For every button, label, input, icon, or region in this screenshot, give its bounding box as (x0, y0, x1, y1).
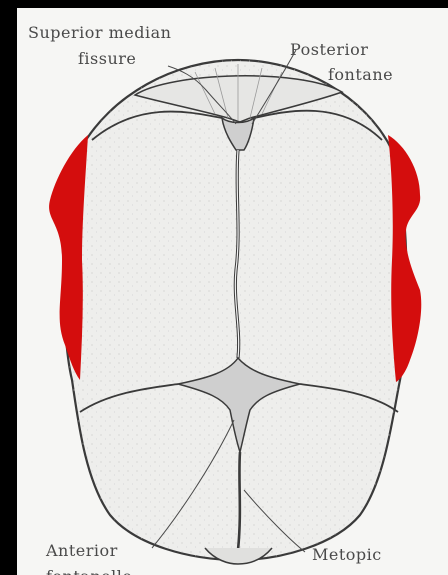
label-metopic: Metopic (312, 545, 382, 564)
label-anterior: Anterior (45, 541, 118, 560)
label-superior-median: Superior median (28, 23, 171, 42)
label-fissure: fissure (78, 49, 136, 68)
label-anterior-cut: fontanelle (46, 567, 132, 575)
label-posterior: Posterior (290, 40, 368, 59)
label-fontanel: fontane (328, 65, 393, 84)
